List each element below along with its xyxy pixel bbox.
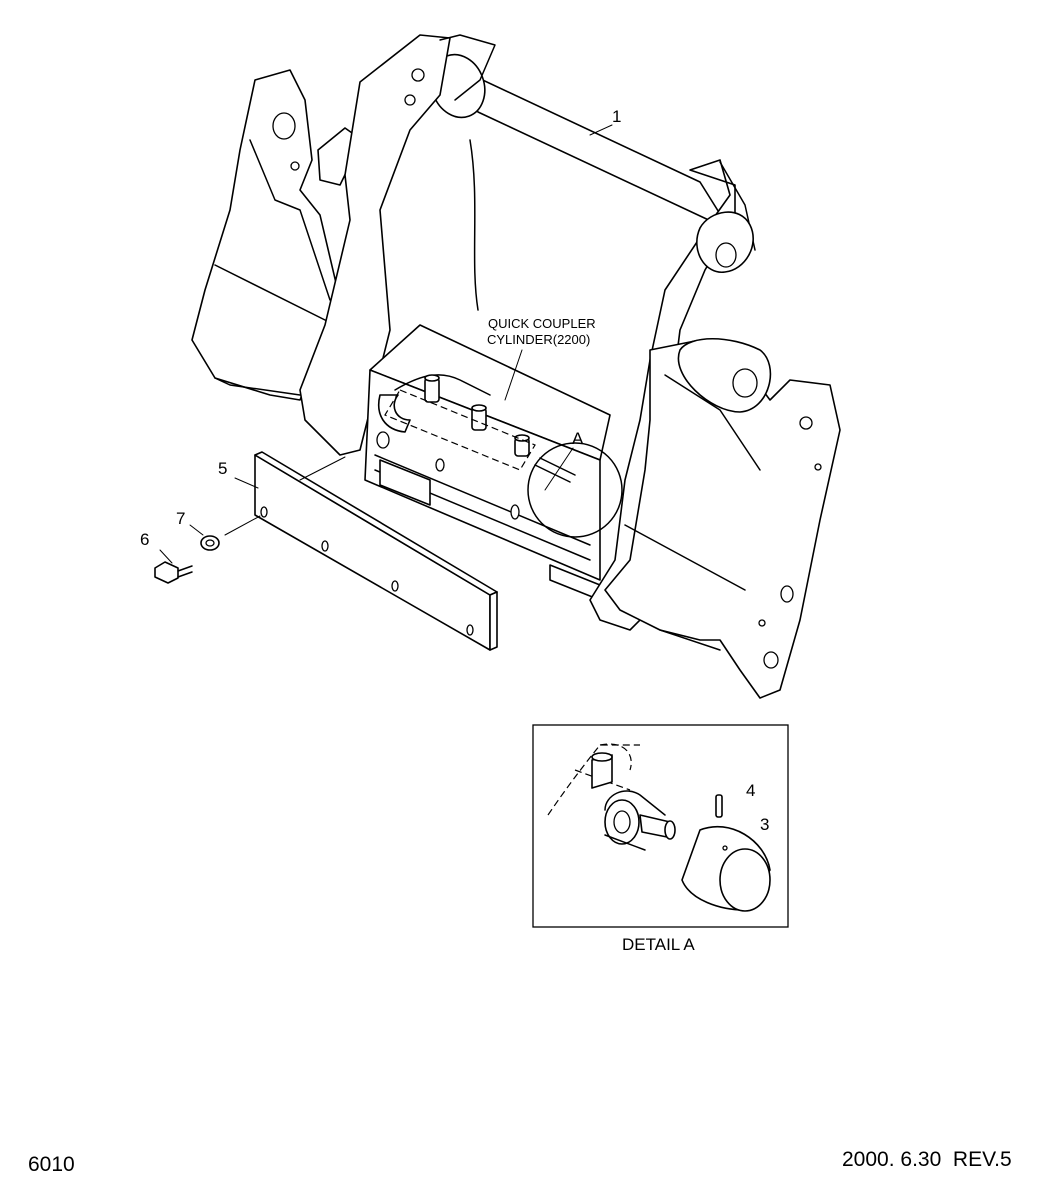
right-boss-top — [696, 211, 754, 273]
cover-plate — [254, 451, 498, 651]
left-outer-plate — [191, 69, 341, 401]
page-code: 6010 — [28, 1153, 75, 1176]
date-revision: 2000. 6.30 REV.5 — [842, 1148, 1012, 1171]
callout-5: 5 — [218, 459, 227, 478]
detail-a-circle — [527, 442, 623, 538]
callout-4: 4 — [746, 781, 755, 800]
callout-detail-a: A — [572, 429, 584, 448]
callout-7: 7 — [176, 509, 185, 528]
annotation-line-2: CYLINDER(2200) — [487, 332, 590, 347]
bolt — [154, 561, 193, 584]
right-outer-plate — [604, 339, 841, 699]
callout-3: 3 — [760, 815, 769, 834]
right-boss-lower — [677, 337, 772, 413]
hydraulic-fittings — [394, 374, 576, 483]
annotation-line-1: QUICK COUPLER — [488, 316, 596, 331]
left-inner-plate — [299, 34, 496, 456]
quick-coupler-cylinder-outline — [384, 389, 536, 471]
detail-a-caption: DETAIL A — [622, 935, 695, 954]
quick-coupler-frame — [191, 34, 841, 699]
callout-6: 6 — [140, 530, 149, 549]
detail-a-box: 4 3 — [532, 724, 789, 928]
callout-1: 1 — [612, 107, 621, 126]
washer — [200, 535, 220, 551]
